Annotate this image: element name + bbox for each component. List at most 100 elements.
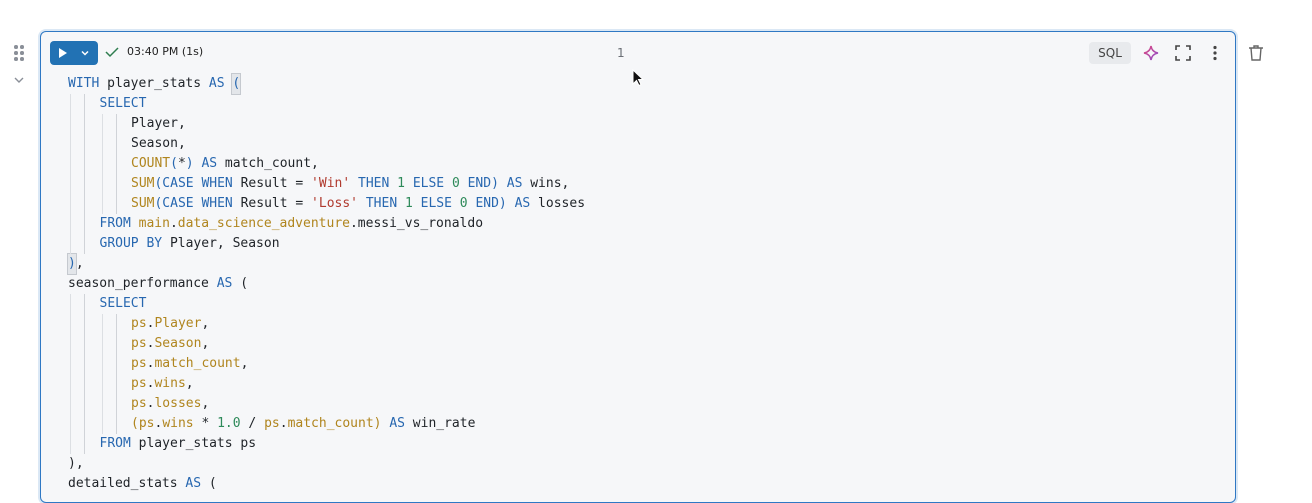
code-line: (ps.wins * 1.0 / ps.match_count) AS win_…	[68, 414, 585, 434]
code-token	[468, 194, 476, 214]
code-token	[131, 214, 139, 234]
code-token: Player, Season	[162, 236, 280, 251]
indent-guide	[68, 374, 100, 394]
indent-guide	[100, 134, 132, 154]
indent-guide	[68, 134, 100, 154]
code-token: AS	[201, 156, 218, 171]
code-token: ELSE	[412, 176, 445, 191]
code-token: (	[170, 156, 178, 171]
code-token	[225, 74, 233, 94]
code-line: Player,	[68, 114, 585, 134]
code-token: AS	[185, 476, 202, 491]
fullscreen-icon[interactable]	[1174, 44, 1192, 62]
notebook-cell[interactable]: 03:40 PM (1s) 1 SQL WITH player_stats AS…	[40, 31, 1236, 503]
code-token: )	[67, 253, 77, 275]
code-token: AS	[514, 196, 531, 211]
code-token: win_rate	[404, 416, 476, 431]
kebab-menu-icon[interactable]	[1206, 44, 1224, 62]
code-line: WITH player_stats AS (	[68, 73, 585, 95]
indent-guide	[100, 354, 132, 374]
code-token	[413, 194, 421, 214]
code-token: 0	[459, 196, 468, 211]
code-token: player_stats ps	[130, 436, 257, 451]
indent-guide	[68, 394, 100, 414]
code-token: data_science_adventure	[177, 216, 350, 231]
code-token: ps	[131, 396, 147, 411]
code-token: )	[185, 156, 194, 171]
code-token: WITH	[68, 76, 100, 91]
collapse-chevron-icon[interactable]	[13, 74, 25, 86]
code-token: Season	[154, 336, 202, 351]
play-icon[interactable]	[59, 48, 67, 58]
indent-guide	[100, 414, 132, 434]
code-line: SELECT	[68, 94, 585, 114]
code-token: wins,	[522, 176, 570, 191]
code-line: SUM(CASE WHEN Result = 'Loss' THEN 1 ELS…	[68, 194, 585, 214]
code-token: *	[193, 416, 218, 431]
run-status-text: 03:40 PM (1s)	[127, 45, 204, 58]
trash-icon[interactable]	[1247, 44, 1265, 62]
code-token: Player	[154, 316, 202, 331]
indent-guide	[68, 154, 100, 174]
code-token: AS	[216, 276, 233, 291]
code-token: AS	[506, 176, 523, 191]
sparkle-assistant-icon[interactable]	[1142, 44, 1160, 62]
code-line: ps.losses,	[68, 394, 585, 414]
code-token: 1	[404, 196, 413, 211]
code-token: (	[232, 276, 249, 291]
run-options-chevron-icon[interactable]	[80, 48, 90, 58]
code-token: ELSE	[420, 196, 452, 211]
indent-guide	[68, 334, 100, 354]
code-line: ps.wins,	[68, 374, 585, 394]
code-token: *	[177, 156, 186, 171]
code-token	[405, 174, 413, 194]
indent-guide	[100, 174, 132, 194]
code-token: player_stats	[99, 76, 209, 91]
code-token: THEN	[365, 196, 398, 211]
code-token: ps	[264, 416, 280, 431]
code-token: season_performance	[68, 276, 217, 291]
code-token: .	[146, 376, 155, 391]
code-line: detailed_stats AS (	[68, 474, 585, 494]
code-token: THEN	[358, 176, 390, 191]
drag-handle-icon[interactable]	[14, 45, 26, 61]
code-token: (ps	[131, 416, 155, 431]
language-button[interactable]: SQL	[1089, 42, 1131, 64]
code-token	[358, 194, 366, 214]
code-token: (CASE WHEN	[154, 176, 233, 191]
code-token: ,	[201, 316, 210, 331]
code-line: FROM main.data_science_adventure.messi_v…	[68, 214, 585, 234]
code-token: .	[146, 396, 155, 411]
code-token: COUNT	[131, 156, 171, 171]
code-token: losses	[154, 396, 202, 411]
code-token: AS	[389, 416, 405, 431]
code-token: wins	[154, 376, 186, 391]
code-token	[381, 414, 389, 434]
code-line: GROUP BY Player, Season	[68, 234, 585, 254]
indent-guide	[100, 114, 132, 134]
indent-guide	[68, 214, 100, 234]
code-token: ,	[75, 256, 84, 271]
indent-guide	[100, 194, 132, 214]
run-button[interactable]	[50, 41, 98, 65]
mouse-cursor-icon	[632, 69, 644, 87]
code-token: FROM	[99, 436, 131, 451]
code-token	[460, 174, 468, 194]
cell-number: 1	[617, 46, 625, 60]
code-token: ,	[240, 356, 249, 371]
indent-guide	[68, 354, 100, 374]
code-token: SUM	[131, 176, 155, 191]
code-token: match_count,	[217, 156, 319, 171]
code-token: Result =	[232, 176, 312, 191]
code-token: 0	[451, 176, 460, 191]
code-token: ps	[131, 336, 147, 351]
indent-guide	[68, 114, 100, 134]
code-token: .	[154, 416, 163, 431]
code-line: ),	[67, 253, 585, 275]
indent-guide	[68, 174, 100, 194]
code-token	[397, 194, 405, 214]
run-status: 03:40 PM (1s)	[105, 45, 203, 58]
code-token: AS	[208, 76, 225, 91]
code-token: .messi_vs_ronaldo	[349, 216, 484, 231]
